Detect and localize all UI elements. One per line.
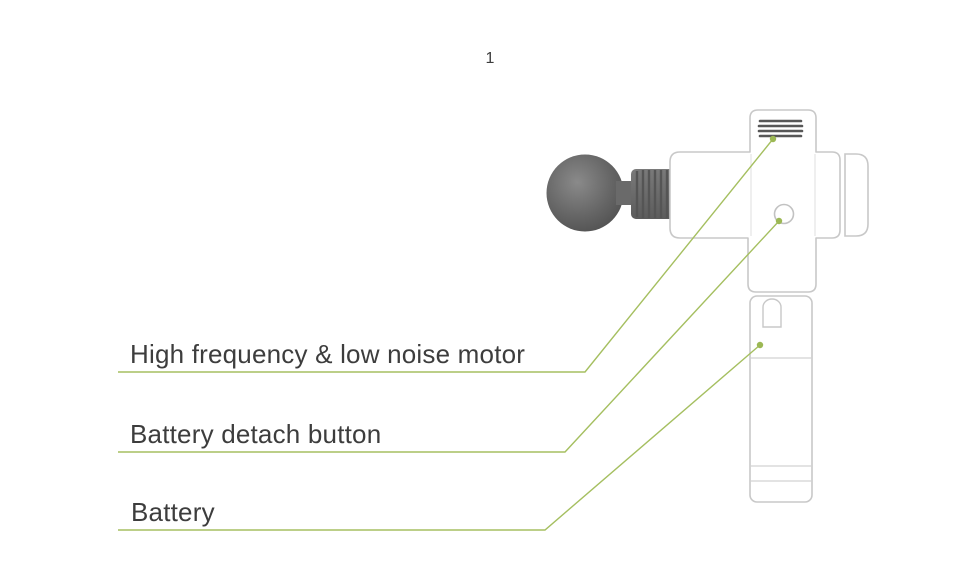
gun-body-outline bbox=[669, 109, 841, 293]
label-battery-detach-button: Battery detach button bbox=[130, 419, 382, 449]
label-battery: Battery bbox=[131, 497, 215, 527]
end-cap bbox=[844, 153, 869, 237]
body-panel-seams bbox=[750, 154, 816, 236]
leader-endpoint-dots bbox=[756, 135, 783, 349]
battery-illustration bbox=[749, 295, 813, 503]
leader-line-detach-button bbox=[118, 220, 780, 453]
leader-lines bbox=[118, 138, 780, 531]
motor-vent-grille bbox=[757, 119, 804, 138]
leader-line-motor bbox=[118, 138, 774, 373]
label-high-frequency-motor: High frequency & low noise motor bbox=[130, 339, 526, 369]
battery-endpoint-dot bbox=[756, 341, 764, 349]
detach-button-endpoint-dot bbox=[775, 217, 783, 225]
ball-head-attachment bbox=[546, 154, 624, 232]
motor-endpoint-dot bbox=[769, 135, 777, 143]
massage-gun-illustration bbox=[546, 109, 869, 293]
figure-number: 1 bbox=[485, 50, 495, 67]
battery-latch bbox=[762, 298, 782, 328]
ribbed-connector bbox=[631, 169, 675, 219]
leader-line-battery bbox=[118, 344, 761, 531]
